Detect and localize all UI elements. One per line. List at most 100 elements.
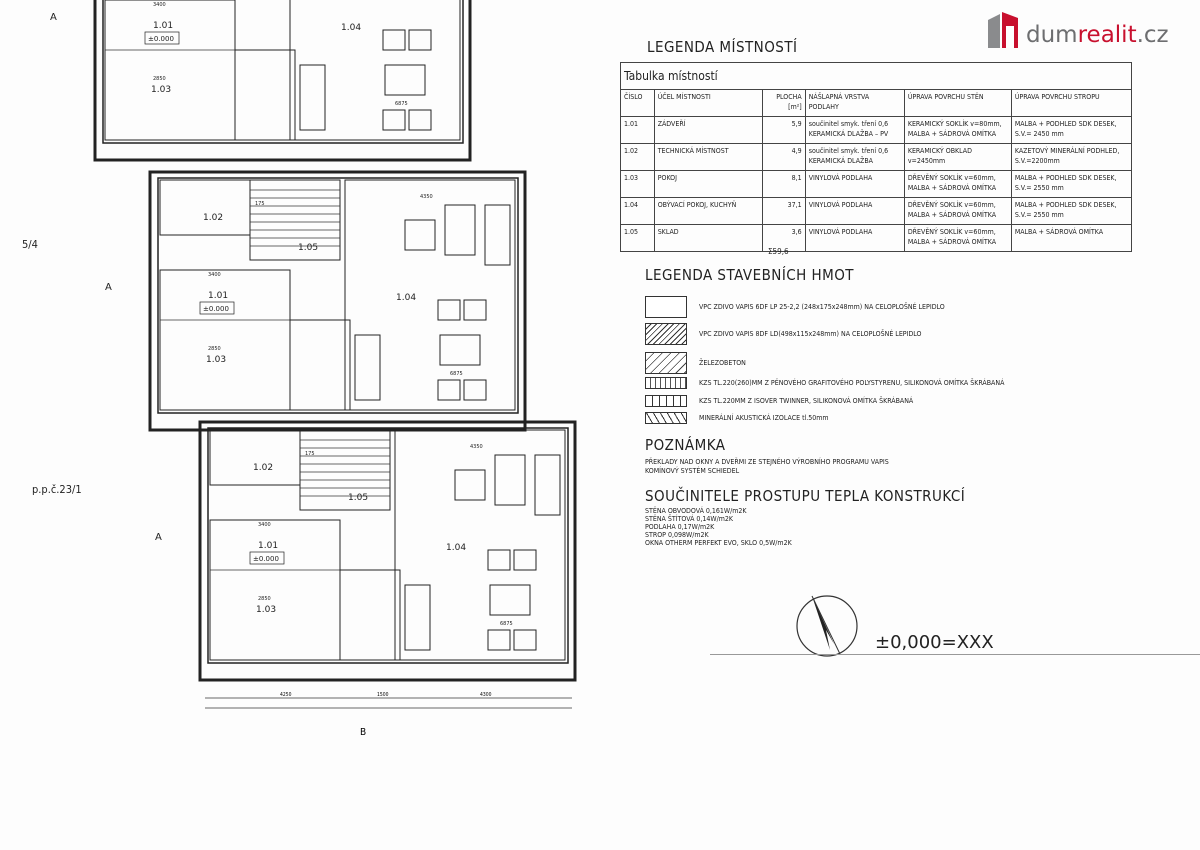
room-1-02 xyxy=(209,429,301,486)
room-label-1-01: 1.01 xyxy=(258,541,278,551)
table xyxy=(494,454,526,506)
stair-hall xyxy=(249,179,341,261)
table-cell: součinitel smyk. tření 0,6 KERAMICKÁ DLA… xyxy=(804,116,905,144)
logo-text-2: realit xyxy=(1077,22,1137,48)
table-cell: VINYLOVÁ PODLAHA xyxy=(804,170,905,198)
chair xyxy=(382,109,406,131)
chair xyxy=(463,299,487,321)
level-reference: ±0,000=XXX xyxy=(875,632,994,653)
divider xyxy=(710,654,1200,655)
level-tag-box xyxy=(144,31,180,45)
table-cell: 3,6 xyxy=(762,224,806,252)
room-1-04 xyxy=(289,0,461,141)
dumrealit-logo: dumrealit.cz xyxy=(986,10,1169,48)
building-logo-icon xyxy=(988,12,1018,48)
table-cell: DŘEVĚNÝ SOKLÍK v=60mm, MALBA + SÁDROVÁ O… xyxy=(903,170,1012,198)
dining-table xyxy=(439,334,481,366)
kitchen-unit xyxy=(234,49,296,141)
thermal-line: PODLAHA 0,17W/m2K xyxy=(645,523,715,531)
header-cell: ÚČEL MÍSTNOSTI xyxy=(653,89,764,117)
chair xyxy=(408,29,432,51)
room-label-1-04: 1.04 xyxy=(446,543,466,553)
material-label: KZS TL.220MM Z ISOVER TWINNER, SILIKONOV… xyxy=(699,397,914,405)
thermal-line: STĚNA ŠTÍTOVÁ 0,14W/m2K xyxy=(645,515,734,523)
kitchen-unit xyxy=(339,569,401,661)
table-cell: 1.01 xyxy=(620,116,655,144)
dimension-label: 3400 xyxy=(153,2,166,8)
chair xyxy=(463,379,487,401)
room-label-1-04: 1.04 xyxy=(396,293,416,303)
table-cell: TECHNICKÁ MÍSTNOST xyxy=(653,143,764,171)
material-swatch-icon xyxy=(645,323,687,345)
chair xyxy=(382,29,406,51)
room-legend-title: LEGENDA MÍSTNOSTÍ xyxy=(647,38,798,56)
sofa xyxy=(484,204,511,266)
dimension-label: 175 xyxy=(255,201,265,207)
level-tag-box xyxy=(249,551,285,565)
material-legend-item: KZS TL.220MM Z ISOVER TWINNER, SILIKONOV… xyxy=(645,395,913,407)
thermal-line: STĚNA OBVODOVÁ 0,161W/m2K xyxy=(645,507,747,515)
room-label-1-01: 1.01 xyxy=(153,21,173,31)
table-cell: POKOJ xyxy=(653,170,764,198)
table-cell: VINYLOVÁ PODLAHA xyxy=(804,197,905,225)
header-cell: ÚPRAVA POVRCHU STROPU xyxy=(1010,89,1133,117)
parcel-label: p.p.č.23/1 xyxy=(32,483,82,496)
dimension-label: 175 xyxy=(305,451,315,457)
chair xyxy=(408,109,432,131)
level-tag: ±0.000 xyxy=(203,305,229,313)
chair xyxy=(513,549,537,571)
dining-table xyxy=(489,584,531,616)
material-label: VPC ZDIVO VAPIS 6DF LP 25-2,2 (248x175x2… xyxy=(699,303,945,311)
room-1-04 xyxy=(394,429,566,661)
section-marker-b: B xyxy=(360,727,366,738)
dimension-label: 4300 xyxy=(480,692,492,698)
chair xyxy=(437,379,461,401)
level-tag: ±0.000 xyxy=(253,555,279,563)
material-legend-item: MINERÁLNÍ AKUSTICKÁ IZOLACE tl.50mm xyxy=(645,412,829,424)
dimension-label: 2850 xyxy=(153,76,166,82)
unit-inner-wall xyxy=(102,0,464,144)
area-total: Σ59,6 xyxy=(768,247,789,256)
table-cell: DŘEVĚNÝ SOKLÍK v=60mm, MALBA + SÁDROVÁ O… xyxy=(903,197,1012,225)
material-legend-item: ŽELEZOBETON xyxy=(645,352,746,374)
dimension-label: 2850 xyxy=(208,346,221,352)
table-cell: MALBA + PODHLED SDK DESEK, S.V.= 2550 mm xyxy=(1010,170,1133,198)
material-legend-item: VPC ZDIVO VAPIS 8DF LD(498x115x248mm) NA… xyxy=(645,323,922,345)
room-table-caption: Tabulka místností xyxy=(620,62,1132,90)
table-cell: OBÝVACÍ POKOJ, KUCHYŇ xyxy=(653,197,764,225)
section-marker-a: A xyxy=(50,12,57,23)
table-cell: KERAMICKÝ SOKLÍK v=80mm, MALBA + SÁDROVÁ… xyxy=(903,116,1012,144)
counter xyxy=(354,334,381,401)
note-line: KOMÍNOVÝ SYSTÉM SCHIEDEL xyxy=(645,467,740,475)
room-label-1-02: 1.02 xyxy=(253,463,273,473)
material-swatch-icon xyxy=(645,377,687,389)
table-cell: 1.05 xyxy=(620,224,655,252)
table xyxy=(444,204,476,256)
room-label-1-03: 1.03 xyxy=(256,605,276,615)
table-cell: SKLAD xyxy=(653,224,764,252)
note-line: PŘEKLADY NAD OKNY A DVEŘMI ZE STEJNÉHO V… xyxy=(645,458,889,466)
table-cell: DŘEVĚNÝ SOKLÍK v=60mm, MALBA + SÁDROVÁ O… xyxy=(903,224,1012,252)
header-cell: PLOCHA [m²] xyxy=(762,89,806,117)
material-swatch-icon xyxy=(645,412,687,424)
thermal-line: OKNA OTHERM PERFEKT EVO, SKLO 0,5W/m2K xyxy=(645,539,792,547)
material-label: KZS TL.220(260)MM Z PĚNOVÉHO GRAFITOVÉHO… xyxy=(699,379,1005,387)
table-cell: 37,1 xyxy=(762,197,806,225)
table-cell: 1.02 xyxy=(620,143,655,171)
floor-plan-drawing: 1.021.011.031.041.05±0.00034002850687543… xyxy=(50,0,577,738)
logo-text-3: .cz xyxy=(1136,22,1169,48)
unit-outer-wall xyxy=(148,170,527,432)
material-legend-item: KZS TL.220(260)MM Z PĚNOVÉHO GRAFITOVÉHO… xyxy=(645,377,1004,389)
armchair xyxy=(404,219,436,251)
material-swatch-icon xyxy=(645,395,687,407)
table-cell: KAZETOVÝ MINERÁLNÍ PODHLED, S.V.=2200mm xyxy=(1010,143,1133,171)
dimension-label: 6875 xyxy=(450,371,463,377)
room-label-1-01: 1.01 xyxy=(208,291,228,301)
dimension-label: 4350 xyxy=(420,194,433,200)
dimension-label: 1500 xyxy=(377,692,389,698)
thermal-title: SOUČINITELE PROSTUPU TEPLA KONSTRUKCÍ xyxy=(645,487,966,505)
table-cell: VINYLOVÁ PODLAHA xyxy=(804,224,905,252)
